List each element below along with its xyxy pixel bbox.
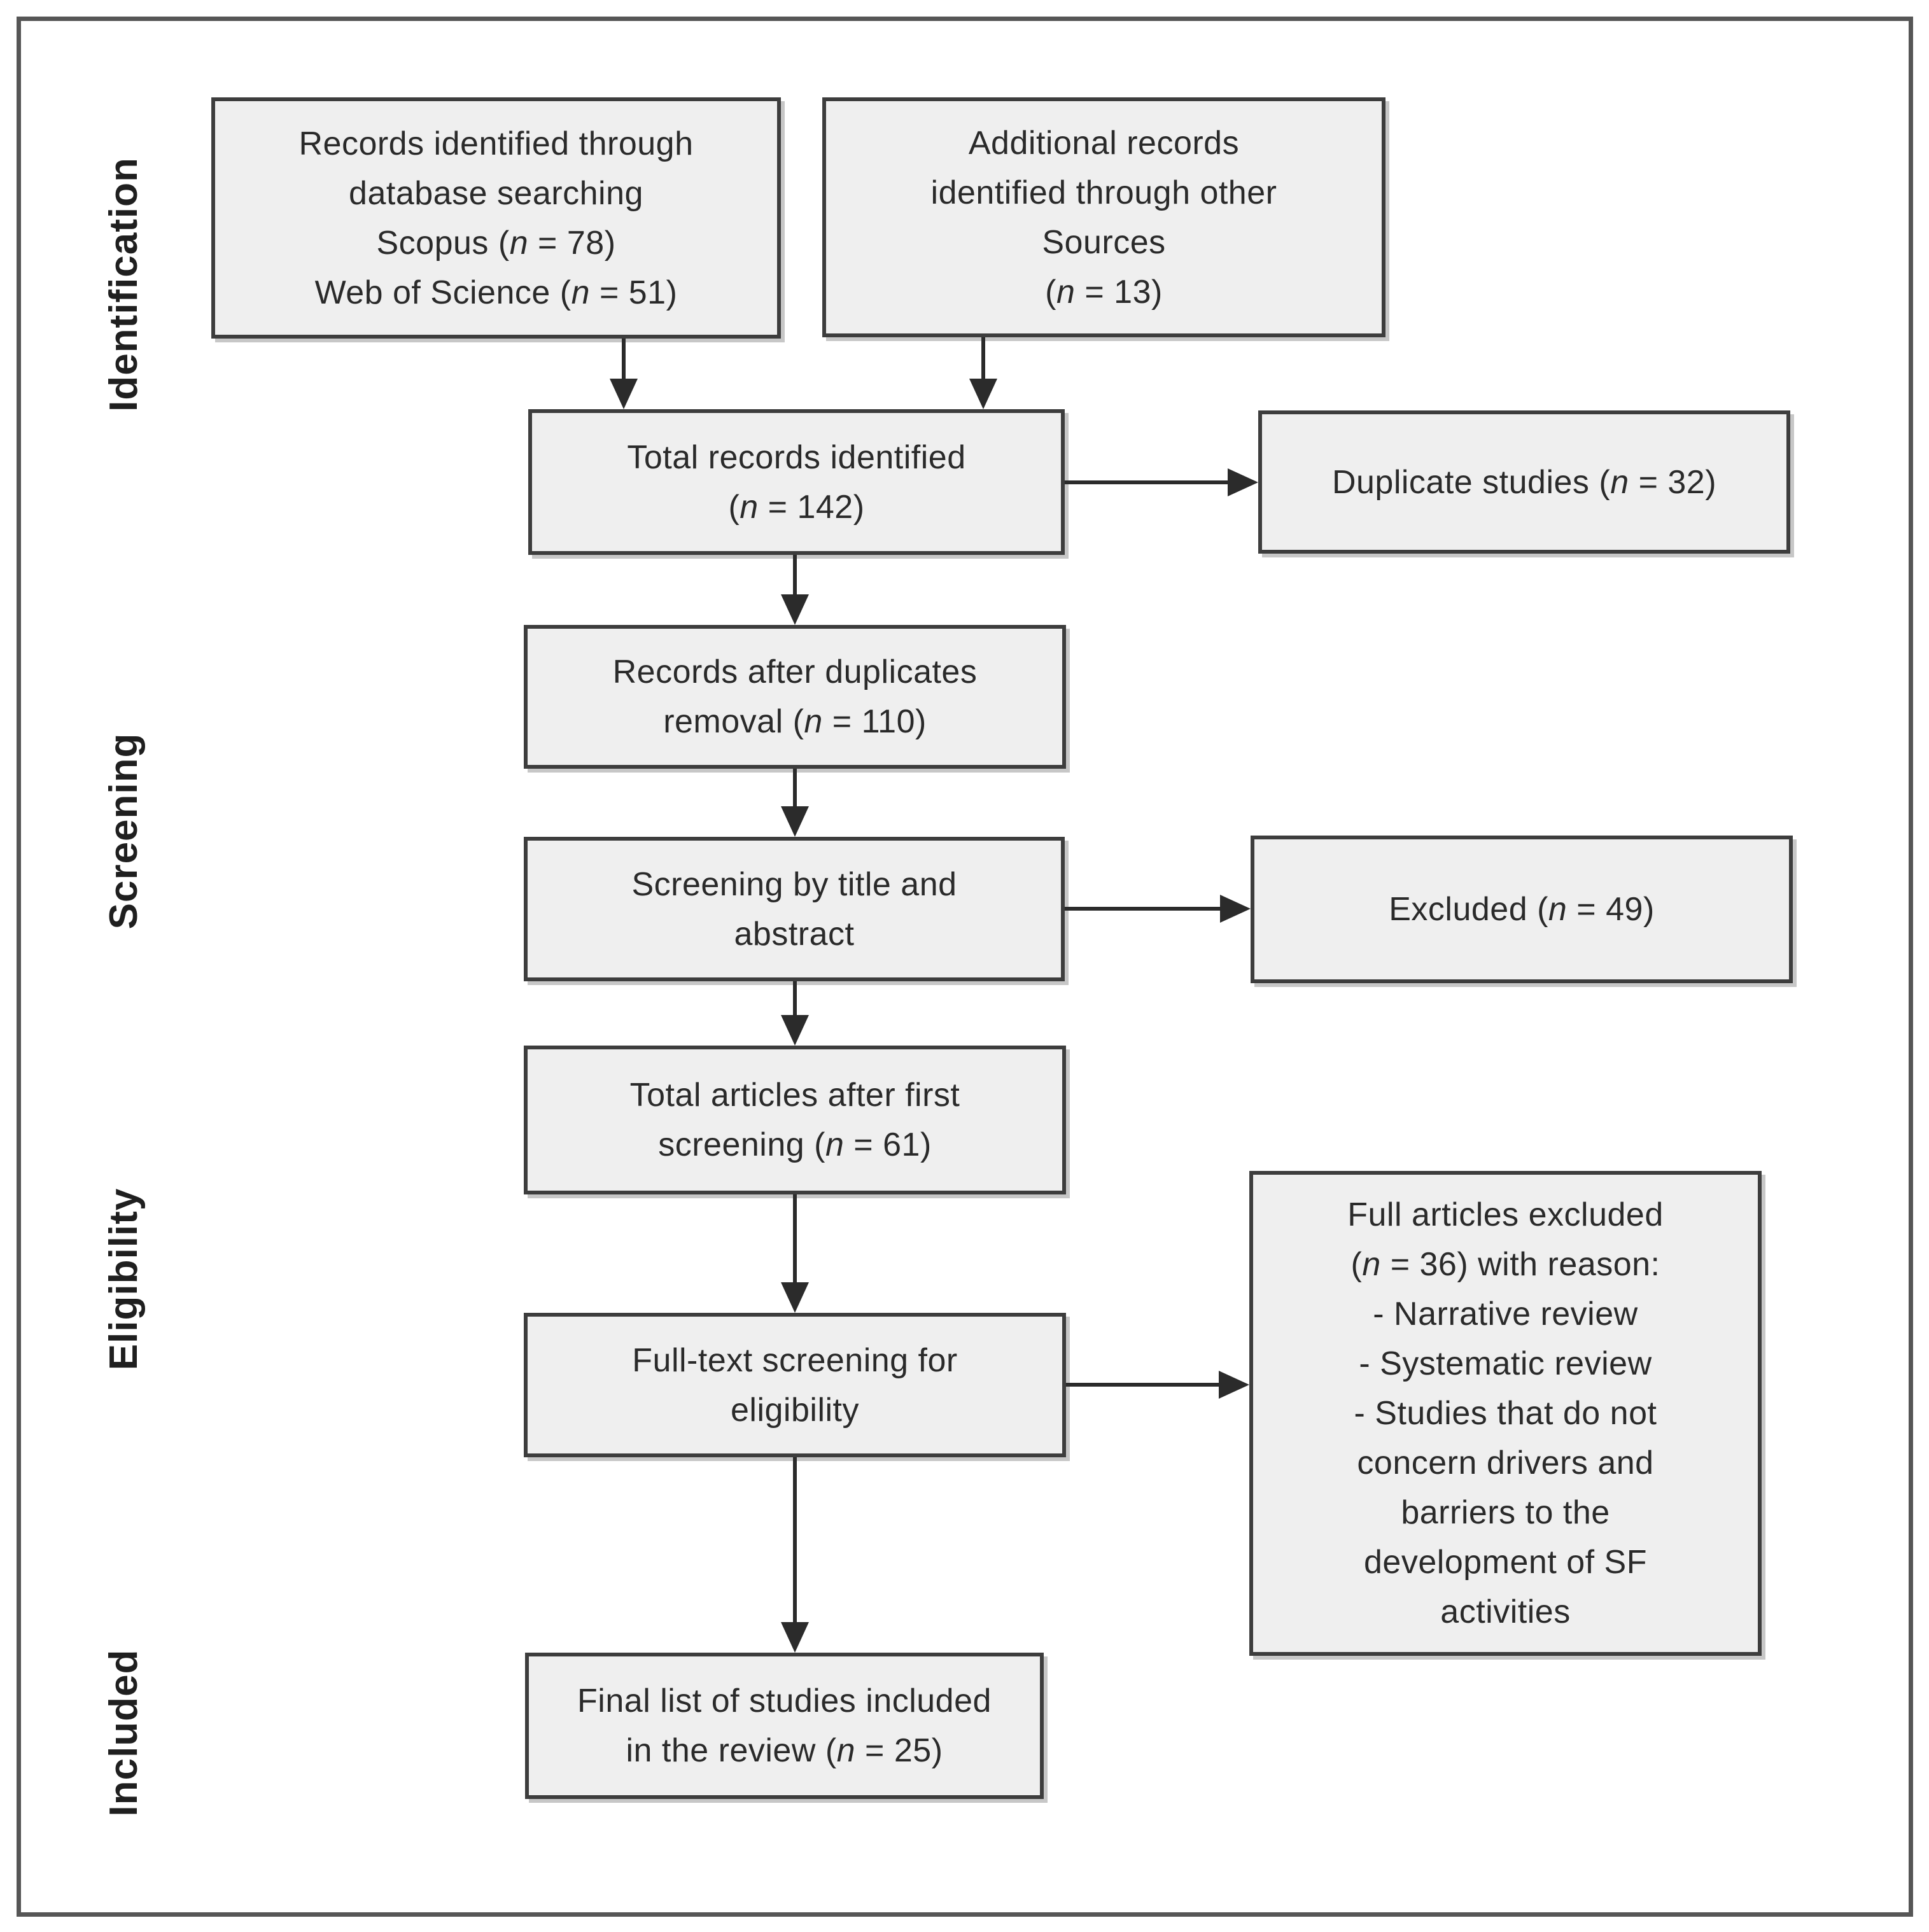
arrowhead-down-icon [781,1015,809,1046]
arrowhead-down-icon [969,379,997,409]
arrowhead-right-icon [1228,468,1258,496]
box-total-records: Total records identified(n = 142) [528,409,1065,555]
box-duplicate-studies-text: Duplicate studies (n = 32) [1331,463,1717,501]
box-fulltext-excluded-text: Full articles excluded(n = 36) with reas… [1347,1196,1664,1630]
arrowhead-down-icon [781,806,809,837]
arrow-shaft [793,981,797,1017]
box-excluded: Excluded (n = 49) [1251,836,1793,983]
stage-label-identification: Identification [102,157,146,412]
arrowhead-down-icon [781,594,809,625]
arrow-shaft [1066,1383,1221,1387]
arrow-shaft [1065,907,1223,911]
stage-label-eligibility: Eligibility [102,1187,146,1371]
arrowhead-down-icon [781,1622,809,1653]
arrow-shaft [793,1194,797,1284]
stage-label-included: Included [102,1649,146,1817]
box-total-records-text: Total records identified(n = 142) [627,438,966,526]
arrow-shaft [981,337,985,381]
arrowhead-down-icon [781,1282,809,1313]
box-excluded-text: Excluded (n = 49) [1389,891,1655,928]
stage-label-screening: Screening [102,732,146,930]
arrow-shaft [793,1457,797,1624]
arrowhead-right-icon [1220,895,1251,923]
arrow-shaft [793,769,797,808]
arrowhead-right-icon [1219,1371,1249,1399]
arrow-shaft [622,339,626,381]
arrowhead-down-icon [610,379,638,409]
arrow-shaft [1065,480,1230,484]
box-duplicate-studies: Duplicate studies (n = 32) [1258,410,1790,554]
box-fulltext-excluded: Full articles excluded(n = 36) with reas… [1249,1171,1762,1656]
arrow-shaft [793,555,797,596]
